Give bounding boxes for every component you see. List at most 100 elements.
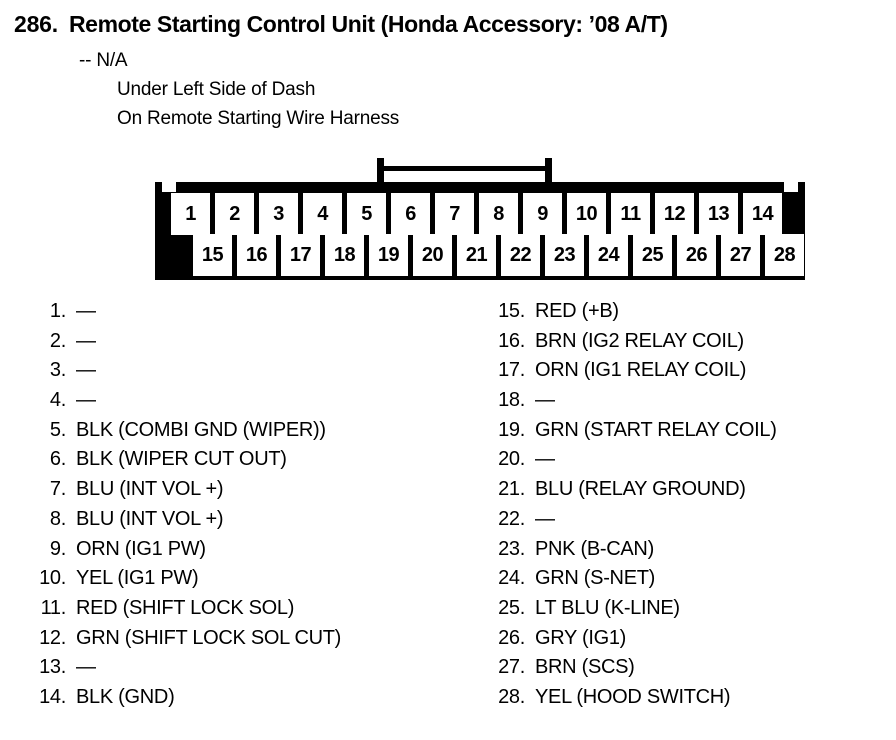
pin-row: 23.PNK (B-CAN) xyxy=(481,538,777,568)
connector-pin-bottom-20: 20 xyxy=(413,234,452,276)
connector-pin-bottom-24: 24 xyxy=(589,234,628,276)
connector-pin-top-7: 7 xyxy=(435,193,474,235)
pin-row: 5. BLK (COMBI GND (WIPER)) xyxy=(22,419,341,449)
connector-pin-top-4: 4 xyxy=(303,193,342,235)
pin-row: 19. GRN (START RELAY COIL) xyxy=(481,419,777,449)
connector-pin-top-2: 2 xyxy=(215,193,254,235)
pin-description: — xyxy=(76,300,96,322)
pin-description: — xyxy=(535,448,555,471)
pin-description: RED (SHIFT LOCK SOL) xyxy=(76,596,295,619)
connector-pin-bottom-17: 17 xyxy=(281,234,320,276)
pin-row: 28. YEL (HOOD SWITCH) xyxy=(481,686,777,716)
connector-pin-top-1: 1 xyxy=(171,193,210,235)
pin-row: 15.RED (+B) xyxy=(481,300,777,330)
pin-description: GRN (SHIFT LOCK SOL CUT) xyxy=(76,626,342,649)
pin-description: BLK (COMBI GND (WIPER)) xyxy=(76,418,326,441)
connector-pin-bottom-25: 25 xyxy=(633,234,672,276)
pin-row: 11. RED (SHIFT LOCK SOL) xyxy=(22,597,341,627)
item-number: 286. xyxy=(14,11,58,37)
pin-description: — xyxy=(76,389,96,412)
connector-pin-bottom-18: 18 xyxy=(325,234,364,276)
pin-number: 18. xyxy=(498,389,525,412)
pin-number: 28. xyxy=(498,685,525,708)
pin-row: 10. YEL (IG1 PW) xyxy=(22,567,341,597)
pin-number: 6. xyxy=(49,448,66,471)
pin-number: 1. xyxy=(49,300,66,322)
pin-number: 4. xyxy=(49,389,66,412)
pin-row: 25.LT BLU (K-LINE) xyxy=(481,597,777,627)
latch-post-right xyxy=(545,158,552,188)
connector-pin-top-11: 11 xyxy=(611,193,650,235)
connector-pin-top-8: 8 xyxy=(479,193,518,235)
pin-number: 3. xyxy=(49,359,66,382)
connector-pin-bottom-16: 16 xyxy=(237,234,276,276)
latch-post-left xyxy=(377,158,384,188)
pin-row: 14.BLK (GND) xyxy=(22,686,341,716)
pin-number: 20. xyxy=(498,448,525,471)
pin-number: 16. xyxy=(498,329,525,352)
pin-list-left-column: 1. — 2. — 3. — 4. — 5. BLK (COMBI GND (WIPER)) 6. B… xyxy=(22,300,341,716)
pin-number: 12. xyxy=(39,626,66,649)
connector-pin-bottom-27: 27 xyxy=(721,234,760,276)
connector-reference: -- N/A xyxy=(79,50,128,71)
pin-description: PNK (B-CAN) xyxy=(535,537,654,560)
pin-number: 5. xyxy=(49,418,66,441)
pin-number: 2. xyxy=(49,329,66,352)
pin-number: 15. xyxy=(498,300,525,322)
pin-number: 11. xyxy=(40,596,67,619)
pin-description: — xyxy=(535,389,555,412)
pin-number: 22. xyxy=(498,507,525,530)
connector-notch-left xyxy=(162,182,176,192)
pin-number: 17. xyxy=(498,359,525,382)
connector-pin-top-3: 3 xyxy=(259,193,298,235)
pin-row: 6. BLK (WIPER CUT OUT) xyxy=(22,448,341,478)
pin-description: GRY (IG1) xyxy=(535,626,627,649)
connector-pin-bottom-21: 21 xyxy=(457,234,496,276)
pin-description: BRN (IG2 RELAY COIL) xyxy=(535,329,744,352)
pin-number: 25. xyxy=(498,596,525,619)
title-text: Remote Starting Control Unit (Honda Acce… xyxy=(68,11,668,37)
pin-list-right-column: 15.RED (+B)16. BRN (IG2 RELAY COIL) 17. ORN… xyxy=(481,300,777,716)
pin-description: ORN (IG1 RELAY COIL) xyxy=(535,359,747,382)
pin-description: BLU (INT VOL +) xyxy=(76,507,224,530)
pin-description: BLU (INT VOL +) xyxy=(76,478,224,501)
pin-number: 19. xyxy=(498,418,525,441)
pin-description: BLK (WIPER CUT OUT) xyxy=(76,448,287,471)
pin-description: — xyxy=(535,507,555,530)
pin-description: YEL (HOOD SWITCH) xyxy=(535,685,731,708)
location-line-1: Under Left Side of Dash xyxy=(117,79,316,100)
pin-number: 7. xyxy=(49,478,66,501)
pin-description: — xyxy=(76,329,96,352)
pin-description: YEL (IG1 PW) xyxy=(76,567,199,590)
pin-number: 8. xyxy=(49,507,66,530)
location-line-2: On Remote Starting Wire Harness xyxy=(117,108,400,129)
pin-row: 1. — xyxy=(22,300,341,330)
pin-description: ORN (IG1 PW) xyxy=(76,537,206,560)
pin-row: 4. — xyxy=(22,389,341,419)
pin-number: 10. xyxy=(39,567,66,590)
connector-pin-top-13: 13 xyxy=(699,193,738,235)
pin-description: BLU (RELAY GROUND) xyxy=(535,478,746,501)
pin-description: — xyxy=(76,359,96,382)
pin-row: 17. ORN (IG1 RELAY COIL) xyxy=(481,359,777,389)
connector-pin-top-9: 9 xyxy=(523,193,562,235)
pin-row: 22. — xyxy=(481,508,777,538)
pin-row: 18. — xyxy=(481,389,777,419)
connector-pin-top-6: 6 xyxy=(391,193,430,235)
connector-notch-right xyxy=(784,182,798,192)
pin-description: GRN (START RELAY COIL) xyxy=(535,418,777,441)
pin-number: 13. xyxy=(39,656,66,679)
pin-row: 24.GRN (S-NET) xyxy=(481,567,777,597)
pin-row: 13. — xyxy=(22,656,341,686)
pin-description: — xyxy=(76,656,96,679)
pin-row: 20. — xyxy=(481,448,777,478)
connector-pin-top-14: 14 xyxy=(743,193,782,235)
pin-description: BLK (GND) xyxy=(76,685,175,708)
connector-pin-top-10: 10 xyxy=(567,193,606,235)
pin-number: 9. xyxy=(49,537,66,560)
pin-row: 16. BRN (IG2 RELAY COIL) xyxy=(481,330,777,360)
connector-pin-top-5: 5 xyxy=(347,193,386,235)
